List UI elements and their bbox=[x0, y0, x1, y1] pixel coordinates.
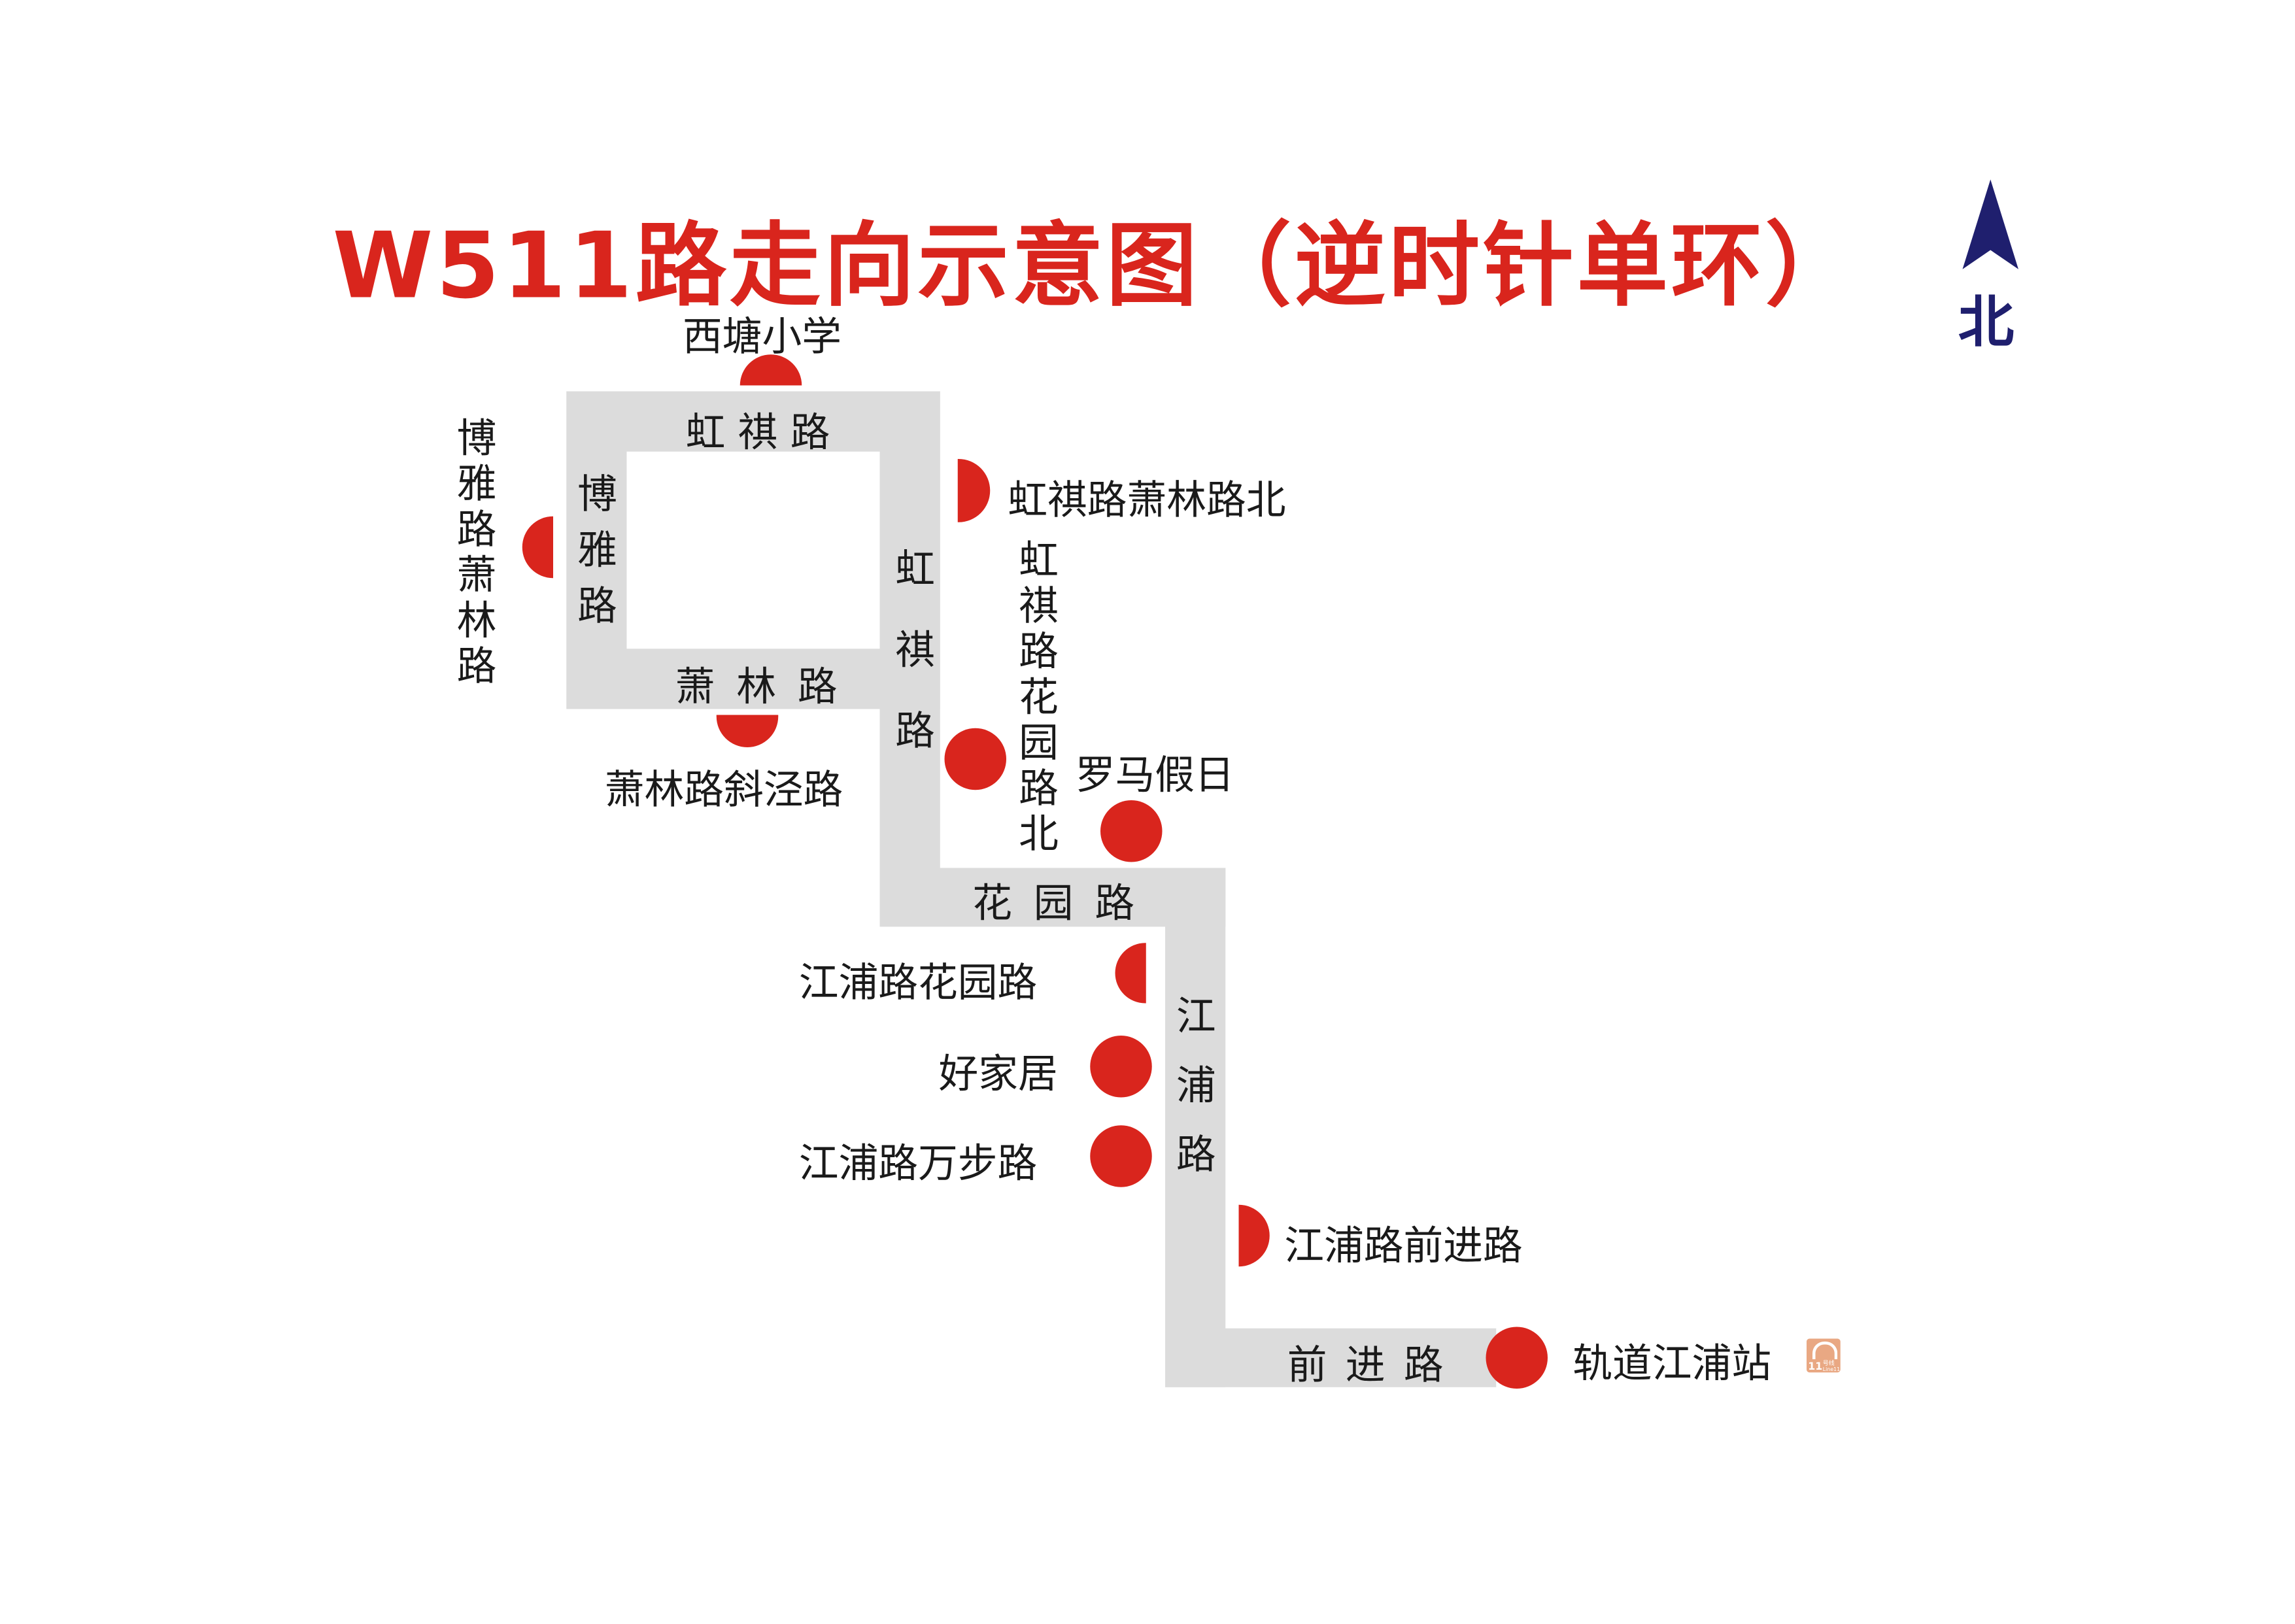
road-label-hongqi-top: 虹 祺 路 bbox=[685, 410, 830, 456]
stop-label: 江浦路前进路 bbox=[1284, 1224, 1523, 1270]
road-label-huayuan: 花 园 路 bbox=[972, 881, 1135, 927]
stop-label: 好家居 bbox=[938, 1051, 1058, 1098]
stop-marker bbox=[957, 459, 991, 522]
metro-line-11-icon: 11 号线 Line11 bbox=[1807, 1338, 1841, 1373]
stop-label: 轨道江浦站 bbox=[1572, 1342, 1771, 1387]
stop-marker bbox=[716, 715, 779, 747]
stop-label: 虹祺路萧林路北 bbox=[1008, 478, 1286, 524]
stop-marker bbox=[522, 516, 553, 579]
stop-marker bbox=[1100, 800, 1163, 862]
stop-marker bbox=[1090, 1036, 1152, 1098]
map-title: W511路走向示意图（逆时针单环） bbox=[332, 212, 1860, 320]
road-label-hongqi-side: 虹祺路 bbox=[895, 547, 935, 755]
stop-marker bbox=[944, 728, 1006, 790]
stop-label: 博雅路萧林路 bbox=[456, 416, 497, 690]
north-arrow-icon bbox=[1962, 179, 2018, 269]
metro-line-sub: Line11 bbox=[1822, 1366, 1841, 1373]
metro-line-number: 11 bbox=[1808, 1361, 1823, 1373]
metro-line-label: 号线 bbox=[1822, 1359, 1835, 1367]
stop-marker bbox=[1115, 943, 1146, 1004]
metro-tunnel-icon bbox=[1812, 1342, 1838, 1359]
stop-marker bbox=[1090, 1125, 1152, 1187]
road-label-boya: 博雅路 bbox=[577, 472, 617, 630]
road-label-qianjin: 前 进 路 bbox=[1287, 1343, 1444, 1389]
stop-label: 罗马假日 bbox=[1075, 753, 1234, 799]
stop-marker bbox=[1238, 1204, 1270, 1267]
stop-marker bbox=[1486, 1327, 1548, 1389]
road-qianjin bbox=[1165, 1328, 1497, 1387]
road-hongqi-side bbox=[879, 391, 940, 927]
stop-label: 萧林路斜泾路 bbox=[604, 768, 843, 814]
north-label: 北 bbox=[1958, 290, 2014, 355]
loop-interior bbox=[626, 451, 880, 649]
road-label-jiangpu: 江浦路 bbox=[1176, 994, 1216, 1179]
road-label-xiaolin: 萧 林 路 bbox=[675, 665, 838, 711]
stop-label: 虹祺路花园路北 bbox=[1019, 538, 1059, 858]
stop-label: 西塘小学 bbox=[683, 314, 842, 361]
stop-label: 江浦路花园路 bbox=[798, 960, 1038, 1006]
road-jiangpu bbox=[1165, 868, 1226, 1387]
stop-label: 江浦路万步路 bbox=[798, 1142, 1038, 1187]
